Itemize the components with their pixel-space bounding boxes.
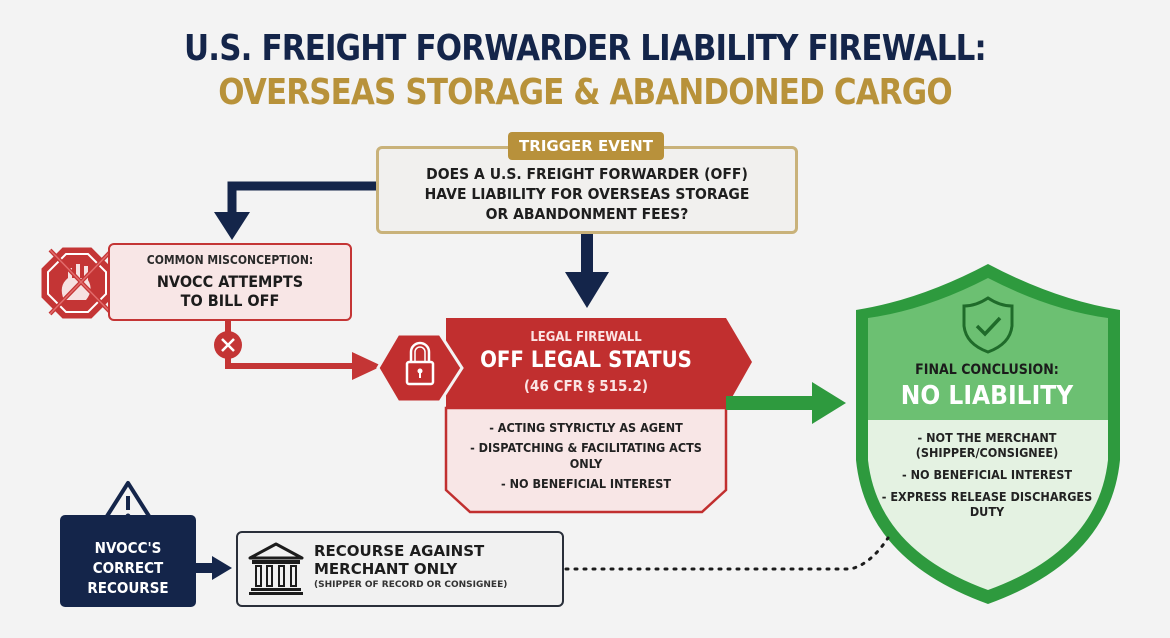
firewall-point: - DISPATCHING & FACILITATING ACTS ONLY [470, 440, 702, 471]
recourse-title: RECOURSE AGAINST MERCHANT ONLY [314, 542, 485, 578]
arrow-to-misconception [214, 181, 376, 240]
firewall-point: - NO BENEFICIAL INTEREST [500, 476, 672, 491]
arrow-to-conclusion [726, 382, 846, 424]
firewall-shape [376, 318, 752, 514]
title-line-2: OVERSEAS STORAGE & ABANDONED CARGO [218, 72, 952, 113]
trigger-event-badge: TRIGGER EVENT [508, 132, 664, 160]
trigger-question-box [376, 146, 798, 234]
trigger-question: DOES A U.S. FREIGHT FORWARDER (OFF) HAVE… [424, 165, 750, 223]
arrow-to-firewall [565, 234, 609, 308]
crossed-out-stop-hand-icon [38, 244, 116, 322]
misconception-box [108, 243, 352, 321]
dotted-link-to-conclusion [564, 536, 890, 571]
arrow-to-recourse-box [196, 556, 232, 580]
conclusion-shield [856, 264, 1120, 604]
nvocc-recourse-box [60, 515, 196, 607]
shield-check-icon [962, 296, 1014, 354]
firewall-point: - ACTING STYRICTLY AS AGENT [489, 420, 683, 435]
x-circle-icon [214, 331, 242, 359]
conclusion-title: NO LIABILITY [900, 381, 1074, 411]
firewall-label: LEGAL FIREWALL [530, 330, 642, 345]
conclusion-point: - NOT THE MERCHANT (SHIPPER/CONSIGNEE) [915, 430, 1059, 460]
courthouse-icon [248, 542, 304, 595]
misconception-label: COMMON MISCONCEPTION: [146, 253, 314, 267]
conclusion-points: - NOT THE MERCHANT (SHIPPER/CONSIGNEE) -… [856, 430, 1118, 526]
padlock-icon [405, 341, 435, 386]
recourse-subtitle: (SHIPPER OF RECORD OR CONSIGNEE) [314, 580, 508, 590]
firewall-points: - ACTING STYRICTLY AS AGENT - DISPATCHIN… [446, 420, 726, 496]
misconception-text: NVOCC ATTEMPTS TO BILL OFF [156, 272, 304, 310]
title-line-1: U.S. FREIGHT FORWARDER LIABILITY FIREWAL… [184, 28, 987, 69]
conclusion-label: FINAL CONCLUSION: [915, 362, 1059, 378]
firewall-citation: (46 CFR § 515.2) [523, 377, 649, 395]
arrow-misconception-to-firewall [225, 321, 382, 380]
conclusion-point: - EXPRESS RELEASE DISCHARGES DUTY [881, 489, 1093, 519]
firewall-title: OFF LEGAL STATUS [480, 348, 692, 373]
conclusion-point: - NO BENEFICIAL INTEREST [901, 467, 1073, 482]
nvocc-recourse-label: NVOCC'S CORRECT RECOURSE [87, 539, 169, 597]
